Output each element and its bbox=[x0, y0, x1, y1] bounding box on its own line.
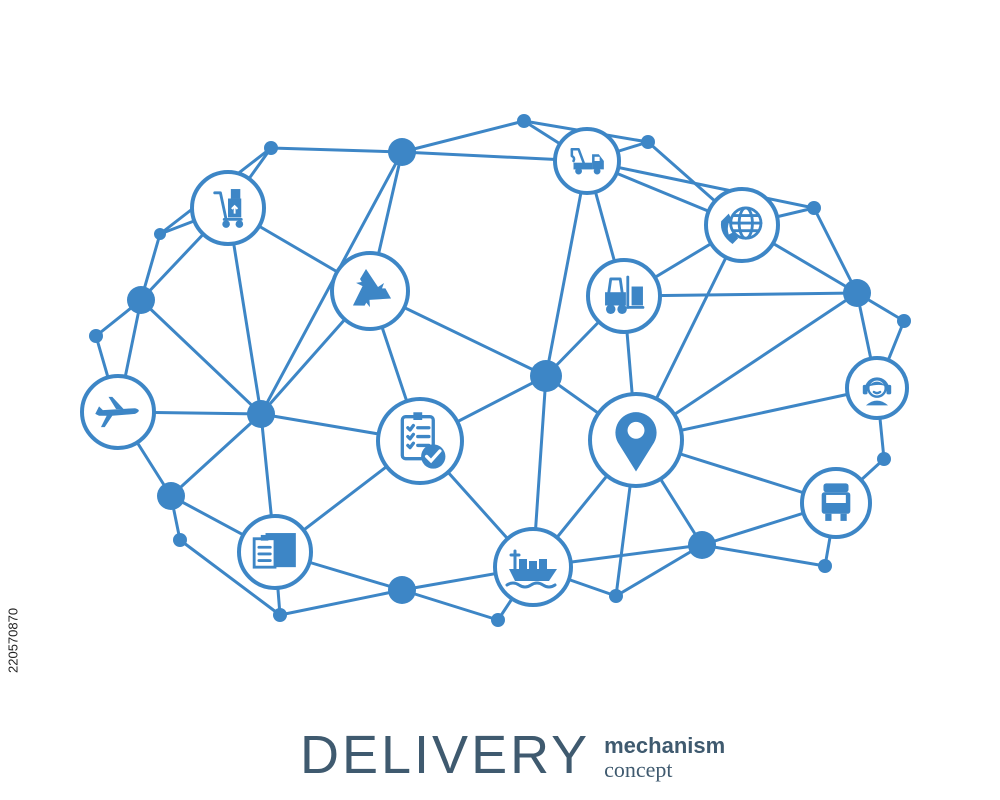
network-edge bbox=[169, 412, 263, 498]
network-edge bbox=[544, 159, 589, 378]
cargo-ship-icon bbox=[505, 549, 557, 589]
network-hub bbox=[388, 576, 416, 604]
network-hub bbox=[609, 589, 623, 603]
globe-phone-node bbox=[704, 187, 780, 263]
network-hub bbox=[247, 400, 275, 428]
globe-phone-node-ring bbox=[704, 187, 780, 263]
support-agent-node-ring bbox=[845, 356, 909, 420]
package-list-node bbox=[237, 514, 313, 590]
hand-truck-icon bbox=[213, 189, 244, 228]
tow-truck-node-ring bbox=[553, 127, 621, 195]
network-hub bbox=[388, 138, 416, 166]
network-edge bbox=[139, 298, 263, 416]
network-edge bbox=[400, 588, 500, 622]
network-hub bbox=[173, 533, 187, 547]
network-hub bbox=[897, 314, 911, 328]
truck-node bbox=[800, 467, 872, 539]
network-edge bbox=[700, 543, 827, 568]
network-hub bbox=[517, 114, 531, 128]
network-hubs bbox=[89, 114, 911, 627]
title-sub-strong: mechanism bbox=[604, 733, 726, 758]
icon-nodes bbox=[80, 127, 909, 607]
network-edge bbox=[812, 206, 859, 295]
tow-truck-icon bbox=[570, 147, 604, 175]
checklist-node bbox=[376, 397, 464, 485]
location-pin-icon bbox=[615, 412, 657, 472]
network-edge bbox=[585, 159, 816, 210]
network-hub bbox=[843, 279, 871, 307]
network-edge bbox=[622, 291, 859, 298]
network-hub bbox=[818, 559, 832, 573]
network-edge bbox=[178, 538, 282, 617]
airplane-node bbox=[80, 374, 156, 450]
network-hub bbox=[491, 613, 505, 627]
network-hub bbox=[807, 201, 821, 215]
cargo-ship-node bbox=[493, 527, 573, 607]
network-hub bbox=[641, 135, 655, 149]
forklift-icon bbox=[605, 275, 645, 314]
network-edge bbox=[269, 146, 404, 154]
airplane-icon bbox=[95, 396, 139, 428]
truck-icon bbox=[821, 483, 851, 521]
title-block: DELIVERY mechanism concept bbox=[300, 728, 725, 782]
network-hub bbox=[877, 452, 891, 466]
recycle-icon bbox=[352, 269, 392, 308]
network-edge bbox=[400, 119, 526, 154]
checklist-node-ring bbox=[376, 397, 464, 485]
location-pin-node bbox=[588, 392, 684, 488]
forklift-node bbox=[586, 258, 662, 334]
hand-truck-node bbox=[190, 170, 266, 246]
title-main: DELIVERY bbox=[300, 725, 591, 785]
network-hub bbox=[530, 360, 562, 392]
package-list-icon bbox=[252, 533, 296, 569]
network-hub bbox=[127, 286, 155, 314]
network-edge bbox=[614, 543, 704, 598]
globe-phone-icon bbox=[720, 206, 763, 244]
network-hub bbox=[89, 329, 103, 343]
stock-id: 220570870 bbox=[5, 607, 21, 673]
support-agent-node bbox=[845, 356, 909, 420]
checklist-icon bbox=[400, 412, 446, 469]
tow-truck-node bbox=[553, 127, 621, 195]
network-hub bbox=[154, 228, 166, 240]
network-hub bbox=[688, 531, 716, 559]
recycle-node bbox=[330, 251, 410, 331]
title-sub: mechanism concept bbox=[604, 728, 725, 782]
title-sub-light: concept bbox=[604, 757, 673, 782]
network-hub bbox=[157, 482, 185, 510]
network-hub bbox=[273, 608, 287, 622]
network-edge bbox=[278, 588, 404, 617]
support-agent-icon bbox=[862, 377, 892, 406]
network-hub bbox=[264, 141, 278, 155]
